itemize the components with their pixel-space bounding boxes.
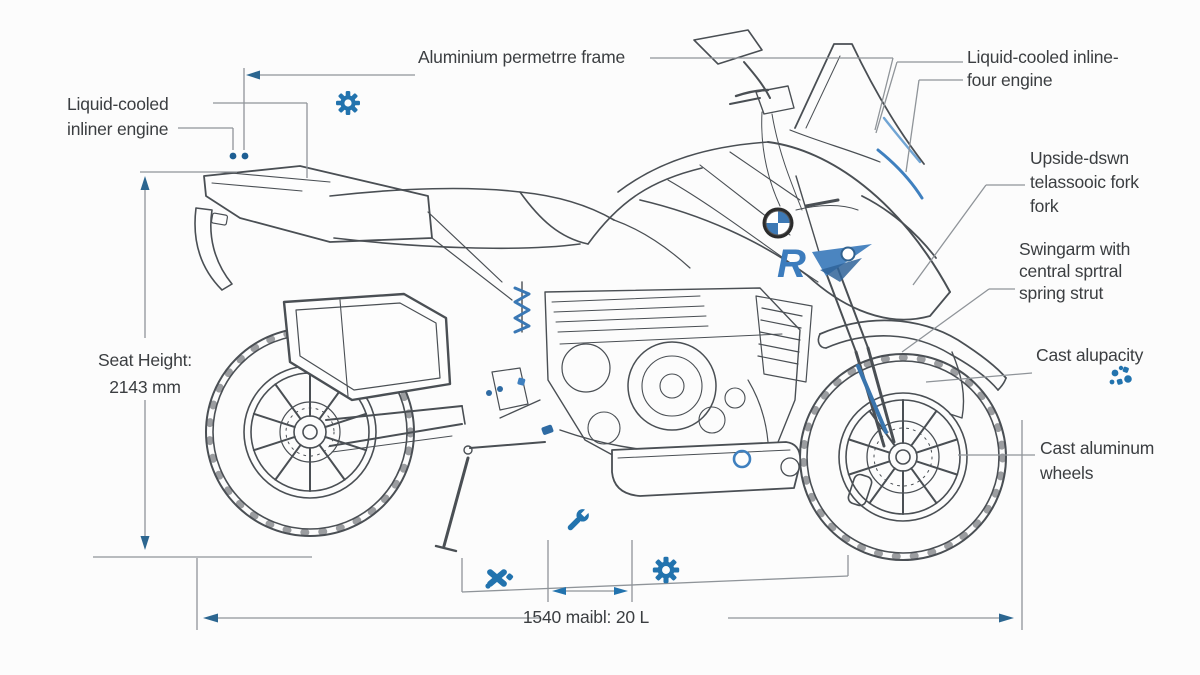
dot-markers: [229, 152, 249, 160]
label-frame: Aluminium permetrre frame: [418, 46, 625, 69]
leader-lines: [178, 57, 1035, 456]
label-swingarm: Swingarm with central sprtral spring str…: [1019, 238, 1130, 304]
logo-detail-circle: [840, 246, 856, 262]
leader-fork: [912, 184, 1025, 286]
label-wheels-line1: Cast aluminum: [1040, 438, 1155, 458]
front-wheel: [799, 353, 1007, 561]
label-wheels-line2: wheels: [1040, 463, 1094, 483]
crossed-tools-icon: [485, 569, 514, 589]
radiator: [755, 295, 813, 383]
wheelbase-value: 1540 maibl: 20 L: [522, 607, 650, 627]
leader-capacity: [925, 372, 1033, 383]
exhaust: [559, 429, 802, 497]
label-engine-left-line1: Liquid-cooled: [67, 94, 169, 114]
label-engine-right: Liquid-cooled inline- four engine: [967, 46, 1119, 92]
logo-swoosh-lower: [820, 258, 862, 282]
label-front-fork: Upside-dswn telassooic fork fork: [1030, 146, 1139, 218]
leader-swingarm: [901, 288, 1015, 353]
label-frame-text: Aluminium permetrre frame: [418, 47, 625, 67]
label-swingarm-line3: spring strut: [1019, 283, 1104, 303]
gear-icon: [652, 556, 680, 584]
dimension-wheelbase: [196, 420, 1023, 630]
decorative-icons: [336, 91, 1132, 589]
label-seat-height: Seat Height: 2143 mm: [75, 347, 215, 401]
label-wheelbase: 1540 maibl: 20 L: [505, 606, 667, 629]
mirror: [693, 29, 771, 99]
rear-shock: [513, 281, 531, 334]
label-swingarm-line2: central sprtral: [1019, 261, 1123, 281]
label-engine-left: Liquid-cooled inliner engine: [67, 92, 169, 142]
brand-roundel-icon: [762, 207, 794, 239]
label-engine-left-line2: inliner engine: [67, 119, 169, 139]
label-capacity: Cast alupacity: [1036, 344, 1143, 367]
seat-height-value: 2143 mm: [109, 377, 181, 397]
blue-accents: [486, 116, 924, 469]
swingarm: [325, 405, 466, 453]
model-logo-text: R: [777, 242, 806, 286]
dimension-seat-height: [93, 171, 312, 558]
side-pannier: [282, 292, 452, 402]
label-swingarm-line1: Swingarm with: [1019, 239, 1131, 259]
label-wheels: Cast aluminum wheels: [1040, 436, 1154, 486]
label-front-fork-line1: Upside-dswn: [1030, 148, 1129, 168]
seat-height-label: Seat Height:: [98, 350, 192, 370]
leader-engine-right: [875, 61, 963, 173]
tail-section: [194, 165, 513, 301]
dimension-lines: [93, 171, 1023, 630]
windscreen: [789, 43, 925, 165]
label-engine-right-line2: four engine: [967, 70, 1053, 90]
model-logo: R: [777, 242, 872, 286]
engine: [544, 287, 801, 471]
leader-frame: [243, 57, 894, 150]
label-engine-right-line1: Liquid-cooled inline-: [967, 47, 1119, 67]
leader-engine-left: [178, 102, 308, 178]
wrench-icon: [564, 504, 594, 534]
cockpit: [729, 85, 803, 211]
front-fender: [817, 319, 1007, 419]
foot-controls: [434, 367, 546, 553]
seat-and-tank: [329, 167, 703, 269]
dimension-inner-span: [547, 540, 633, 602]
gear-icon: [336, 91, 360, 115]
front-fairing: [617, 141, 951, 321]
label-capacity-text: Cast alupacity: [1036, 345, 1144, 365]
label-front-fork-line2: telassooic fork: [1030, 172, 1139, 192]
broken-gear-icon: [1109, 365, 1132, 385]
label-front-fork-line3: fork: [1030, 196, 1059, 216]
